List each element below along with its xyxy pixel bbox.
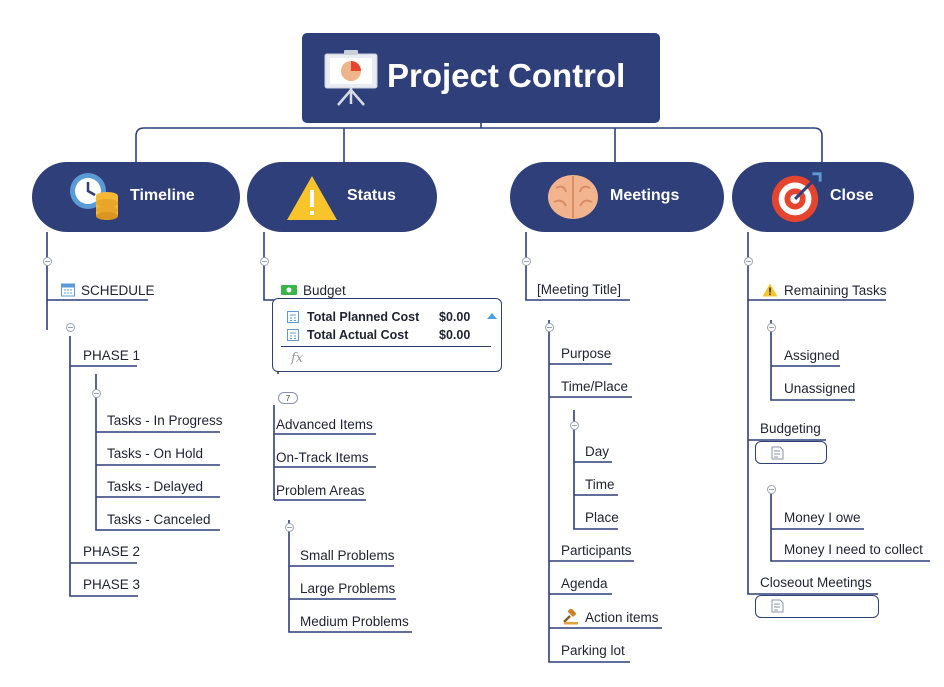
budget-row-label: Total Actual Cost: [307, 328, 409, 342]
node-task-delayed[interactable]: Tasks - Delayed: [107, 479, 204, 494]
node-purpose[interactable]: Purpose: [561, 346, 612, 361]
collapse-toggle[interactable]: [285, 523, 294, 532]
node-small-problems[interactable]: Small Problems: [300, 548, 395, 563]
node-unassigned[interactable]: Unassigned: [784, 381, 856, 396]
collapse-toggle[interactable]: [522, 257, 531, 266]
collapse-toggle[interactable]: [260, 257, 269, 266]
calendar-icon: [61, 283, 75, 297]
node-task-canceled[interactable]: Tasks - Canceled: [107, 512, 211, 527]
node-phase-1[interactable]: PHASE 1: [83, 348, 141, 363]
branch-status[interactable]: Status: [247, 162, 437, 232]
budget-divider: [281, 346, 491, 347]
node-budget[interactable]: Budget: [303, 283, 346, 298]
calculator-icon: [287, 311, 299, 323]
money-icon: [281, 285, 297, 295]
node-place[interactable]: Place: [585, 510, 619, 525]
brain-icon: [548, 175, 598, 219]
node-agenda[interactable]: Agenda: [561, 576, 608, 591]
branch-timeline-label: Timeline: [130, 187, 195, 204]
warning-triangle-icon: [287, 176, 337, 220]
node-large-problems[interactable]: Large Problems: [300, 581, 396, 596]
scroll-up-icon[interactable]: [487, 313, 497, 319]
node-participants[interactable]: Participants: [561, 543, 632, 558]
formula-symbol[interactable]: fx: [291, 351, 304, 366]
node-phase-2[interactable]: PHASE 2: [83, 544, 141, 559]
budget-panel: Total Planned Cost $0.00 Total Actual Co…: [272, 298, 502, 372]
node-problem-areas[interactable]: Problem Areas: [276, 483, 365, 498]
branch-meetings-label: Meetings: [610, 187, 680, 204]
node-money-i-owe[interactable]: Money I owe: [784, 510, 861, 525]
note-box: [755, 595, 879, 618]
node-closeout-meetings[interactable]: Closeout Meetings: [760, 575, 872, 590]
collapse-toggle[interactable]: [92, 389, 101, 398]
node-task-in-progress[interactable]: Tasks - In Progress: [107, 413, 223, 428]
warning-icon: [762, 283, 778, 297]
node-action-items[interactable]: Action items: [585, 610, 659, 625]
node-meeting-title[interactable]: [Meeting Title]: [537, 282, 622, 297]
branch-status-label: Status: [347, 187, 396, 204]
collapse-toggle[interactable]: [66, 323, 75, 332]
branch-timeline[interactable]: Timeline: [32, 162, 240, 232]
calculator-icon: [287, 329, 299, 341]
node-time-place[interactable]: Time/Place: [561, 379, 629, 394]
collapse-toggle[interactable]: [545, 323, 554, 332]
note-icon[interactable]: [771, 446, 784, 460]
branch-meetings[interactable]: Meetings: [510, 162, 724, 232]
budget-row-label: Total Planned Cost: [307, 310, 420, 324]
note-box: [755, 441, 827, 464]
node-budgeting[interactable]: Budgeting: [760, 421, 821, 436]
gavel-icon: [563, 609, 578, 625]
note-icon[interactable]: [771, 599, 784, 613]
node-money-to-collect[interactable]: Money I need to collect: [784, 542, 923, 557]
node-remaining-tasks[interactable]: Remaining Tasks: [784, 283, 887, 298]
node-on-track-items[interactable]: On-Track Items: [276, 450, 369, 465]
presentation-board-icon: [324, 50, 378, 106]
node-phase-3[interactable]: PHASE 3: [83, 577, 141, 592]
budget-row-value: $0.00: [439, 328, 471, 342]
root-topic[interactable]: Project Control: [302, 33, 660, 123]
budget-row-value: $0.00: [439, 310, 471, 324]
node-task-on-hold[interactable]: Tasks - On Hold: [107, 446, 204, 461]
collapsed-count-badge[interactable]: 7: [278, 392, 298, 404]
collapse-toggle[interactable]: [43, 257, 52, 266]
collapse-toggle[interactable]: [767, 485, 776, 494]
collapse-toggle[interactable]: [767, 323, 776, 332]
collapse-toggle[interactable]: [744, 257, 753, 266]
node-advanced-items[interactable]: Advanced Items: [276, 417, 373, 432]
node-medium-problems[interactable]: Medium Problems: [300, 614, 409, 629]
branch-close-label: Close: [830, 187, 874, 204]
node-assigned[interactable]: Assigned: [784, 348, 840, 363]
node-time[interactable]: Time: [585, 477, 615, 492]
collapse-toggle[interactable]: [570, 421, 579, 430]
root-title: Project Control: [387, 57, 626, 94]
node-day[interactable]: Day: [585, 444, 610, 459]
target-icon: [771, 172, 822, 223]
node-schedule[interactable]: SCHEDULE: [81, 283, 155, 298]
node-parking-lot[interactable]: Parking lot: [561, 643, 625, 658]
clock-coins-icon: [70, 173, 118, 220]
branch-close[interactable]: Close: [732, 162, 914, 232]
